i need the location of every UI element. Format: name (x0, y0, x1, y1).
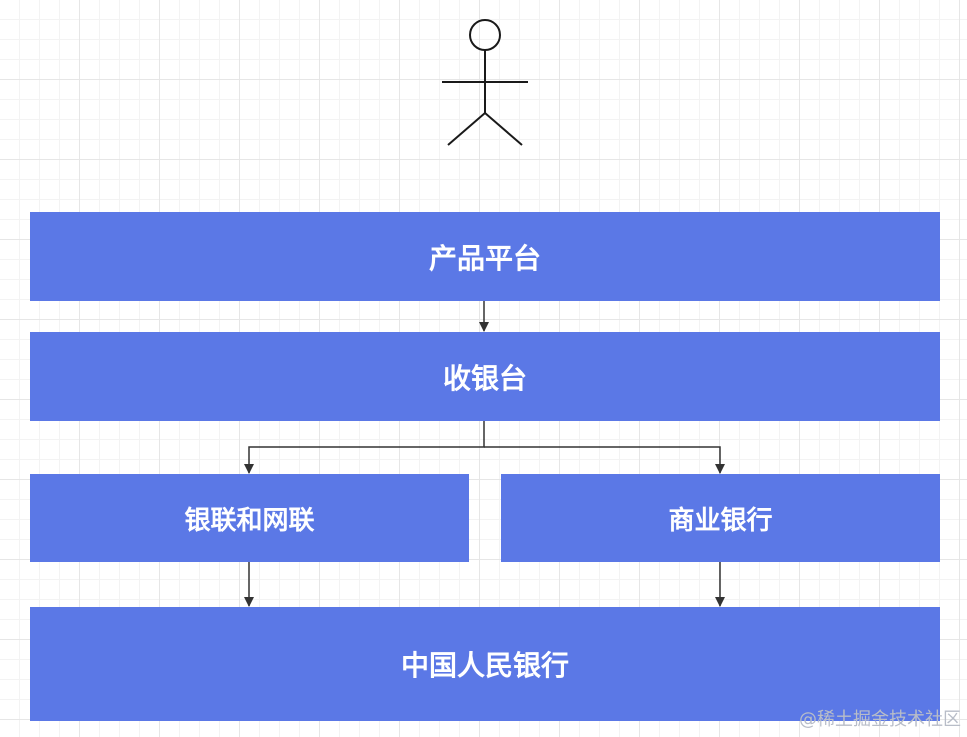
node-label: 商业银行 (668, 505, 773, 536)
node-unionpay-netunion[interactable]: 银联和网联 (30, 474, 469, 562)
actor-left-leg (447, 112, 486, 146)
node-label: 中国人民银行 (400, 649, 569, 682)
node-cashier[interactable]: 收银台 (30, 332, 940, 421)
node-label: 产品平台 (428, 241, 541, 275)
node-pboc[interactable]: 中国人民银行 (30, 607, 940, 721)
node-label: 银联和网联 (184, 505, 315, 536)
node-label: 收银台 (442, 361, 527, 395)
edge-cashier-split (244, 421, 485, 474)
actor-icon (442, 19, 528, 146)
node-commercial-bank[interactable]: 商业银行 (501, 474, 940, 562)
node-product-platform[interactable]: 产品平台 (30, 212, 940, 301)
edge-cashier-to-commerce (484, 446, 725, 474)
actor-right-leg (484, 112, 523, 146)
watermark: @稀土掘金技术社区 (799, 709, 961, 730)
